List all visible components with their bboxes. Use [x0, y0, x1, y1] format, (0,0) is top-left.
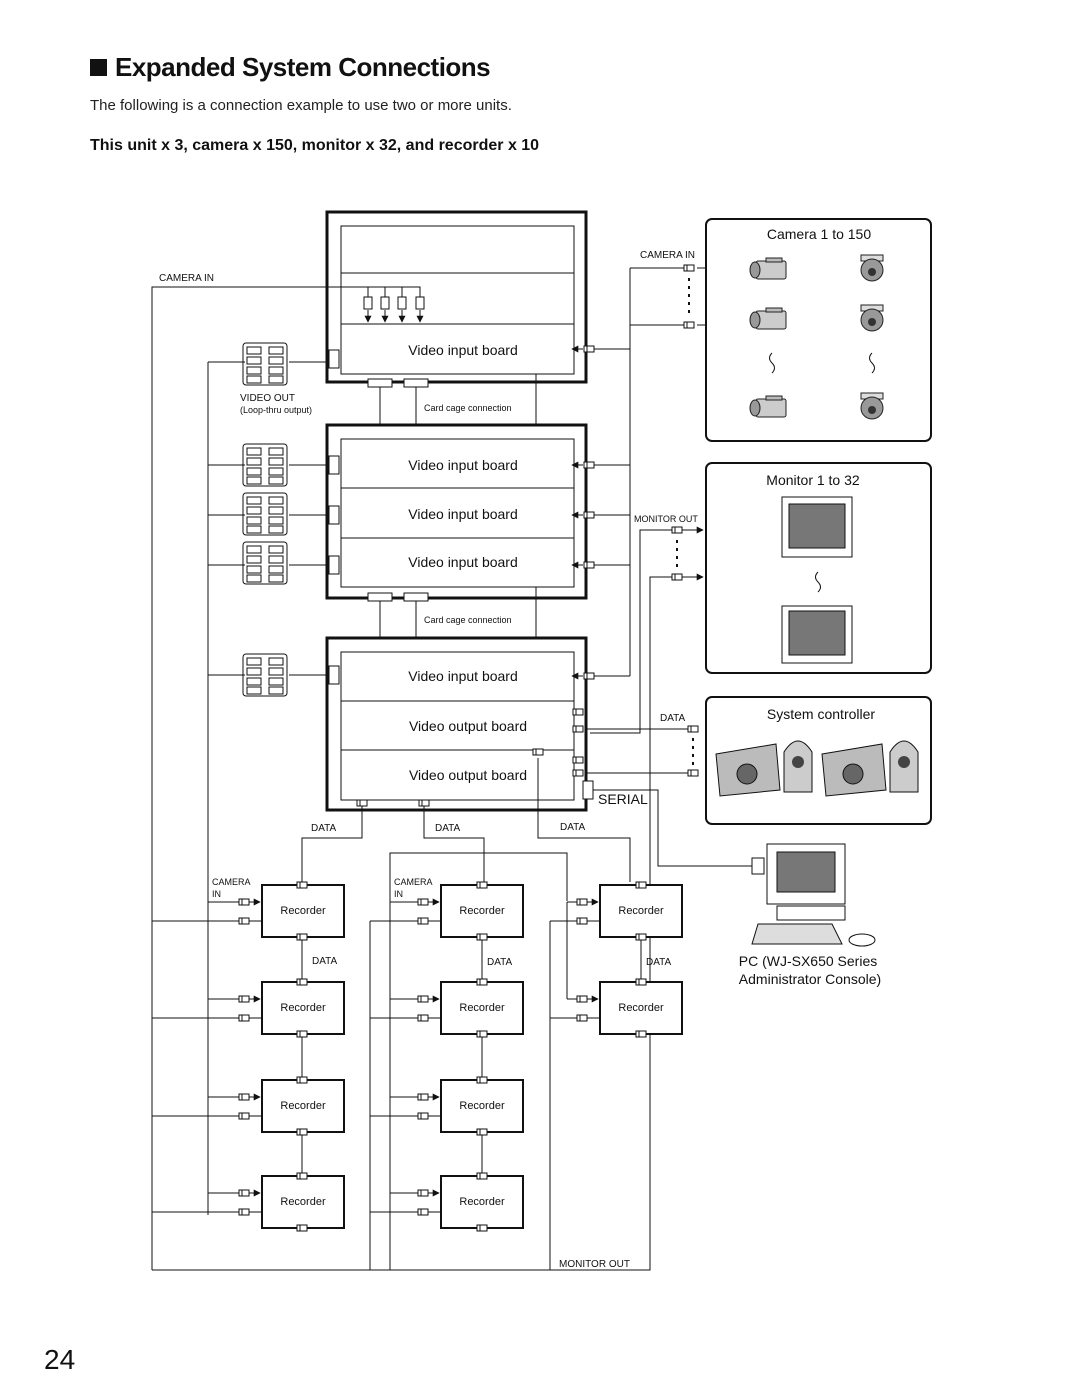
- bnc-connector-icon: [238, 1093, 250, 1101]
- camera-panel-label: Camera 1 to 150: [767, 226, 871, 242]
- page-title: Expanded System Connections: [90, 52, 491, 83]
- camera-label-a: CAMERA: [212, 877, 251, 887]
- title-square-icon: [90, 59, 107, 76]
- unit2-board-3: Video input board: [408, 554, 518, 570]
- bnc-connector-icon: [576, 898, 588, 906]
- in-label-a: IN: [212, 889, 221, 899]
- recorder-label: Recorder: [459, 905, 505, 917]
- in-label-b: IN: [394, 889, 403, 899]
- dome-camera-icon: [860, 304, 884, 332]
- bnc-connector-icon: [576, 995, 588, 1003]
- bnc-connector-icon: [238, 995, 250, 1003]
- serial-label: SERIAL: [598, 791, 648, 807]
- monitor-panel-label: Monitor 1 to 32: [766, 472, 860, 488]
- bnc-connector-icon: [238, 1014, 250, 1022]
- unit2-board-1: Video input board: [408, 457, 518, 473]
- recorder-label: Recorder: [459, 1196, 505, 1208]
- unit2-board-2: Video input board: [408, 506, 518, 522]
- bnc-connector-icon: [238, 1112, 250, 1120]
- bnc-connector-icon: [417, 1093, 429, 1101]
- recorder-label: Recorder: [280, 1100, 326, 1112]
- unit3-board-3: Video output board: [409, 767, 527, 783]
- recorder-box: [599, 884, 683, 938]
- joystick-icon: [889, 740, 919, 793]
- camera-panel: Camera 1 to 150: [705, 218, 932, 442]
- bnc-connector-icon: [417, 1208, 429, 1216]
- recorder-label: Recorder: [618, 905, 664, 917]
- recorder-box: [261, 981, 345, 1035]
- video-out-label: VIDEO OUT: [240, 393, 295, 404]
- video-out-connectors-4: [242, 541, 288, 585]
- card-cage-label-2: Card cage connection: [424, 615, 512, 625]
- camera-in-right-label: CAMERA IN: [640, 250, 695, 261]
- page-number: 24: [44, 1344, 76, 1375]
- pc-label-1: PC (WJ-SX650 Series: [739, 953, 877, 969]
- recorder-box: [261, 884, 345, 938]
- monitor-icon: [781, 496, 853, 558]
- bnc-connector-icon: [238, 1189, 250, 1197]
- data-label-4: DATA: [312, 956, 338, 967]
- bnc-connector-icon: [417, 917, 429, 925]
- monitor-icon: [781, 605, 853, 664]
- camera-in-label: CAMERA IN: [159, 273, 214, 284]
- unit3-board-1: Video input board: [408, 668, 518, 684]
- recorder-label: Recorder: [459, 1002, 505, 1014]
- video-out-connectors-5: [242, 653, 288, 697]
- page-title-text: Expanded System Connections: [115, 52, 491, 82]
- monitor-panel: Monitor 1 to 32: [705, 462, 932, 674]
- dome-camera-icon: [860, 392, 884, 420]
- data-label-5: DATA: [487, 957, 513, 968]
- bnc-connector-icon: [417, 995, 429, 1003]
- data-label-3: DATA: [560, 822, 586, 833]
- controller-keyboard-icon: [715, 743, 781, 797]
- video-out-connectors-1: [242, 342, 288, 386]
- bnc-connector-icon: [576, 917, 588, 925]
- recorder-label: Recorder: [280, 1196, 326, 1208]
- recorders: RecorderRecorderRecorderRecorderRecorder…: [151, 881, 683, 1270]
- unit-2: Video input board Video input board Vide…: [325, 423, 588, 600]
- recorder-label: Recorder: [280, 905, 326, 917]
- data-label-controller: DATA: [660, 713, 686, 724]
- monitor-out-bottom-label: MONITOR OUT: [559, 1259, 630, 1270]
- video-out-connectors-3: [242, 492, 288, 536]
- controller-keyboard-icon: [821, 743, 887, 797]
- controller-label: System controller: [767, 706, 875, 722]
- bnc-connector-icon: [238, 1208, 250, 1216]
- monitor-out-label: MONITOR OUT: [634, 514, 698, 524]
- recorder-label: Recorder: [280, 1002, 326, 1014]
- recorder-label: Recorder: [459, 1100, 505, 1112]
- recorder-label: Recorder: [618, 1002, 664, 1014]
- camera-label-b: CAMERA: [394, 877, 433, 887]
- data-label-6: DATA: [646, 957, 672, 968]
- joystick-icon: [783, 740, 813, 793]
- loop-thru-label: (Loop-thru output): [240, 405, 312, 415]
- camera-in-right-lines: [590, 267, 706, 677]
- unit1-board-1: Video input board: [408, 342, 518, 358]
- dome-camera-icon: [860, 254, 884, 282]
- bnc-connector-icon: [238, 917, 250, 925]
- intro-text: The following is a connection example to…: [90, 97, 512, 114]
- pc-icon: [751, 843, 876, 947]
- card-cage-label-1: Card cage connection: [424, 403, 512, 413]
- bnc-connector-icon: [576, 1014, 588, 1022]
- data-label-1: DATA: [311, 823, 337, 834]
- bnc-connector-icon: [417, 898, 429, 906]
- data-label-2: DATA: [435, 823, 461, 834]
- controller-panel: System controller: [705, 696, 932, 825]
- pc-label-2: Administrator Console): [739, 971, 881, 987]
- bnc-connector-icon: [417, 1014, 429, 1022]
- bnc-connector-icon: [417, 1112, 429, 1120]
- unit3-board-2: Video output board: [409, 718, 527, 734]
- video-out-connectors-2: [242, 443, 288, 487]
- bnc-connector-icon: [238, 898, 250, 906]
- subtitle: This unit x 3, camera x 150, monitor x 3…: [90, 137, 540, 154]
- unit-3: Video input board Video output board Vid…: [325, 636, 588, 812]
- bnc-connector-icon: [417, 1189, 429, 1197]
